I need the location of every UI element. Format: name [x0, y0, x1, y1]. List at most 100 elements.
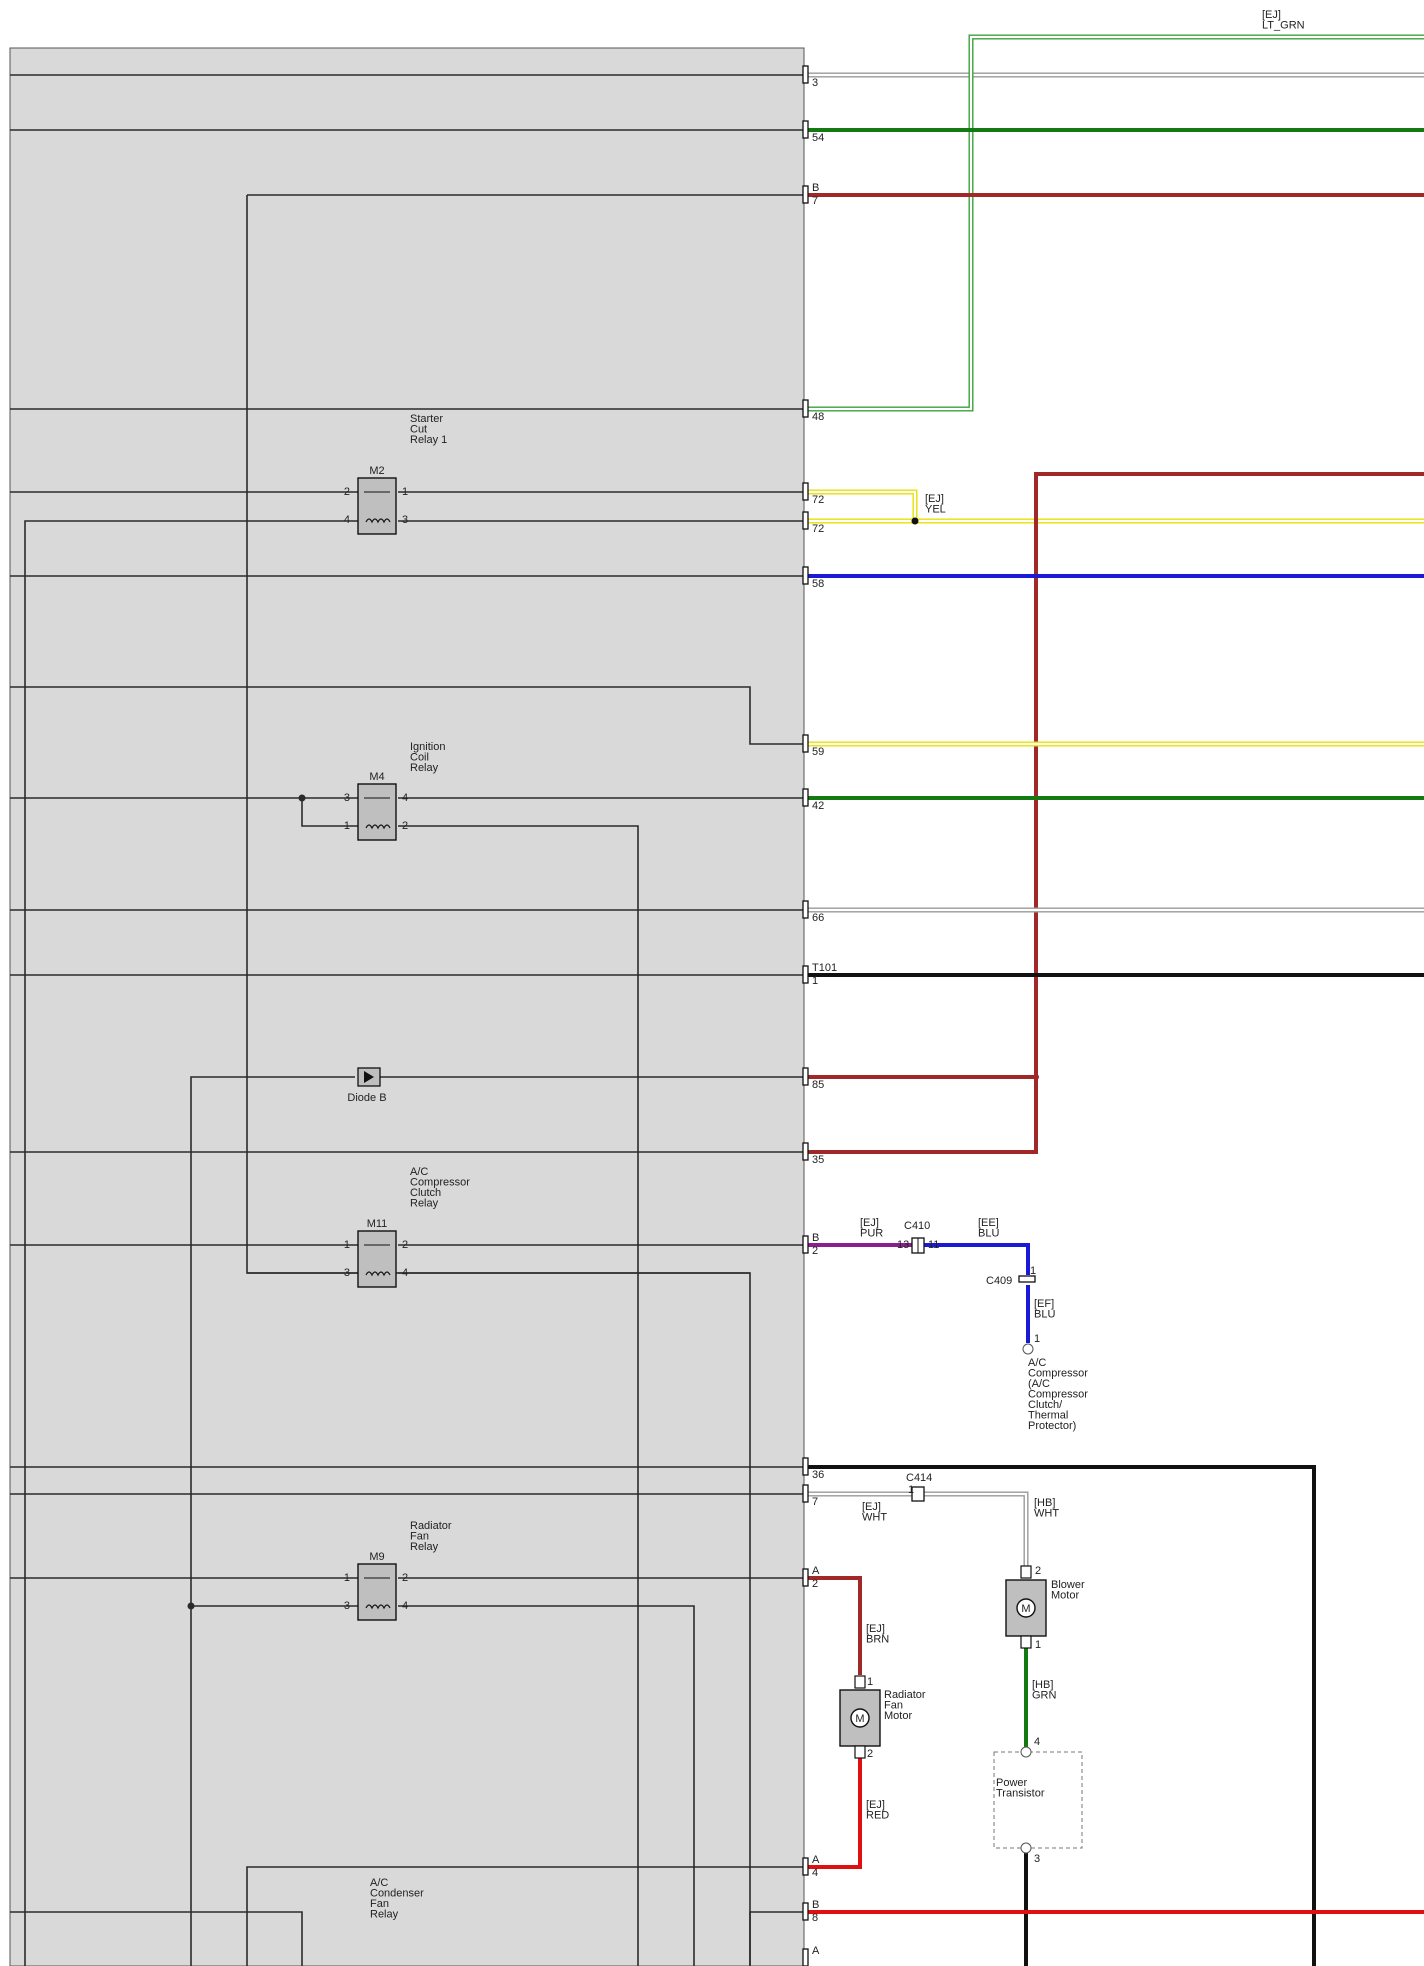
connector-name: C414 [906, 1472, 932, 1484]
relay-pin: 3 [344, 792, 350, 804]
pin-number: 3 [812, 77, 818, 89]
ac-compressor-terminal [1022, 1343, 1034, 1355]
internal-wire [398, 825, 639, 1966]
relay-title-line: Fan [370, 1898, 389, 1910]
pin-number: 66 [812, 912, 824, 924]
wire-group [10, 34, 1424, 1966]
relay-pin: 3 [402, 514, 408, 526]
pin-connector [802, 511, 809, 530]
relay-pin: 1 [402, 486, 408, 498]
pin-connector [802, 482, 809, 501]
wire-label-line: BLU [978, 1228, 999, 1240]
component-pin: 2 [1035, 1565, 1041, 1577]
relay-title-line: Ignition [410, 741, 445, 753]
radiator-fan-motor-label-line: Motor [884, 1710, 912, 1722]
relay-body [357, 783, 397, 841]
wire-label-line: [EJ] [860, 1217, 879, 1229]
pin-connector [802, 734, 809, 753]
radiator-fan-motor-label-line: Radiator [884, 1689, 926, 1701]
connector-pin: 1 [1030, 1265, 1036, 1277]
connector-c409 [1018, 1275, 1036, 1283]
pin-connector-name: A [812, 1854, 820, 1866]
motor-icon-letter: M [1021, 1603, 1030, 1615]
module-panel [9, 47, 805, 1966]
pin-connector [802, 788, 809, 807]
internal-wire [10, 1911, 303, 1966]
wire-label-line: BRN [866, 1634, 889, 1646]
wire-label-line: RED [866, 1810, 889, 1822]
pin-number: 42 [812, 800, 824, 812]
relay-id: M9 [369, 1551, 384, 1563]
wire-redbrn-pin35 [804, 472, 1424, 1154]
connector-name: C409 [986, 1275, 1012, 1287]
ac-compressor-label-line: A/C [1028, 1357, 1046, 1369]
connector-pin: 1 [908, 1484, 914, 1496]
pin-connector-name: A [812, 1945, 820, 1957]
pin-number: 7 [812, 195, 818, 207]
relay-body [357, 1230, 397, 1288]
relay-pin: 4 [402, 1267, 408, 1279]
wire-label-line: GRN [1032, 1690, 1057, 1702]
motor-icon [850, 1708, 870, 1728]
power-transistor-label-line: Transistor [996, 1788, 1045, 1800]
pin-connector [802, 1142, 809, 1161]
relay-pin: 2 [344, 486, 350, 498]
pin-connector [802, 1235, 809, 1254]
relay-pin: 1 [344, 1572, 350, 1584]
pin-number: 4 [812, 1867, 818, 1879]
wire-label-line: BLU [1034, 1309, 1055, 1321]
wire-label-line: LT_GRN [1262, 20, 1305, 32]
wire-blk-pin36 [804, 1465, 1316, 1966]
wire-brn-rfm [804, 1576, 862, 1675]
component-pin: 1 [867, 1676, 873, 1688]
relay-pin: 2 [402, 1572, 408, 1584]
pin-number: 35 [812, 1154, 824, 1166]
pin-number: 8 [812, 1912, 818, 1924]
relay-pin: 3 [344, 1600, 350, 1612]
wire-label-line: [EJ] [1262, 9, 1281, 21]
diode-arrow [364, 1071, 374, 1083]
pin-number: 2 [812, 1245, 818, 1257]
relay-title-line: A/C [370, 1877, 388, 1889]
relay-pin: 1 [344, 820, 350, 832]
motor-icon-letter: M [855, 1713, 864, 1725]
internal-wire [398, 1605, 695, 1966]
connector-pin: 11 [928, 1239, 939, 1251]
terminal [1020, 1842, 1032, 1854]
ac-compressor-label-line: Clutch/ [1028, 1399, 1063, 1411]
wire-label-line: [EJ] [925, 493, 944, 505]
splice-dot [298, 794, 306, 802]
splice-dot [187, 1602, 195, 1610]
wire-label-line: [HB] [1034, 1497, 1055, 1509]
internal-wire [749, 1911, 804, 1966]
relay-coil [365, 824, 391, 830]
wire-red-rfm [804, 1755, 862, 1869]
wire-label-line: WHT [862, 1512, 887, 1524]
motor-terminal [854, 1745, 866, 1759]
pin-connector [802, 1902, 809, 1921]
relay-title-line: Relay [410, 1541, 439, 1553]
pin-number: 2 [812, 1578, 818, 1590]
pin-connector [802, 965, 809, 984]
wire-label-line: [EJ] [862, 1501, 881, 1513]
relay-title-line: Relay 1 [410, 434, 447, 446]
relay-id: M11 [367, 1218, 388, 1230]
relay-title-line: Clutch [410, 1187, 441, 1199]
pin-number: 85 [812, 1079, 824, 1091]
wire-label-line: [EJ] [866, 1799, 885, 1811]
pin-connector-name: B [812, 1232, 819, 1244]
wire-blu-c410 [924, 1243, 1030, 1275]
ac-compressor-label-line: (A/C [1028, 1378, 1050, 1390]
relay-coil [365, 1604, 391, 1610]
connector-c414 [911, 1486, 925, 1502]
wire-label-line: [EJ] [866, 1623, 885, 1635]
pin-connector [802, 1457, 809, 1476]
